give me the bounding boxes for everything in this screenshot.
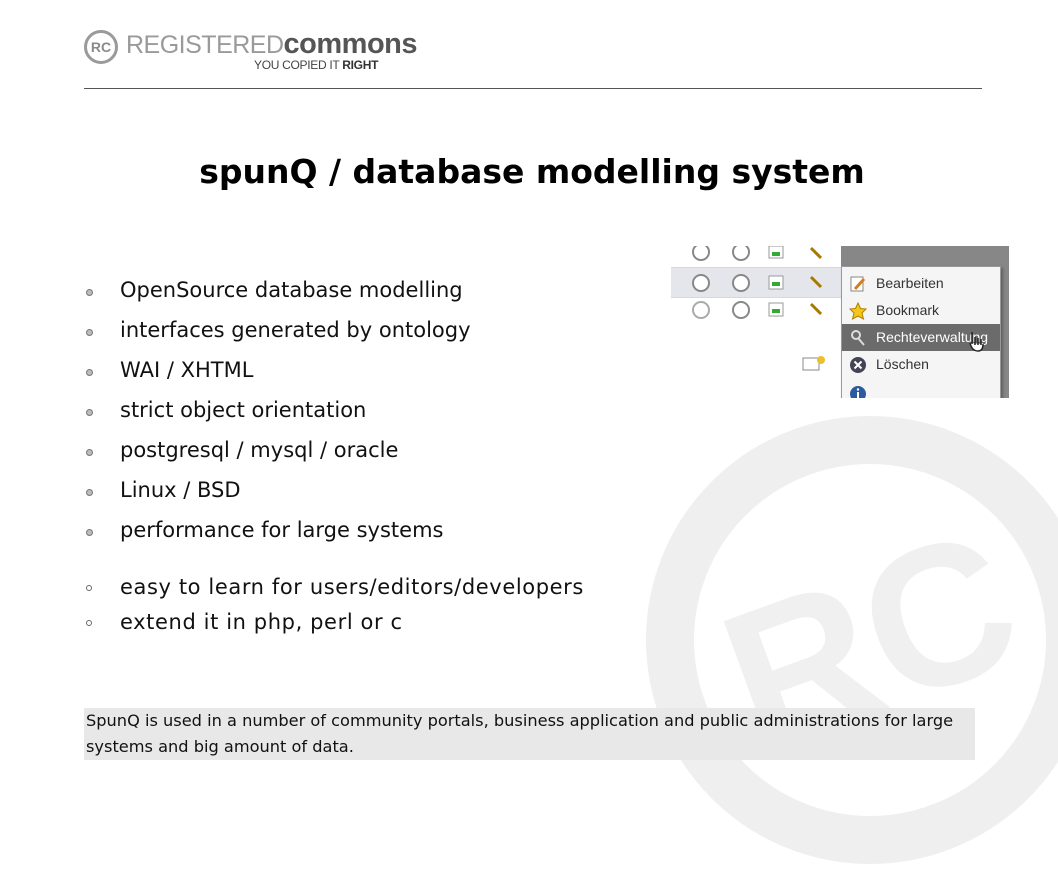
context-menu: Bearbeiten Bookmark Rechteverwaltung Lös… (841, 266, 1001, 398)
key-icon (851, 330, 865, 346)
row-1-icons (692, 246, 823, 261)
menu-item-label: Rechteverwaltung (876, 329, 989, 345)
bullet-icon (86, 449, 93, 456)
logo-wordmark: REGISTEREDcommons (126, 28, 418, 63)
list-item: extend it in php, perl or c (84, 606, 584, 641)
bullet-icon (86, 369, 93, 376)
list-item: Linux / BSD (84, 472, 471, 512)
bullet-icon (86, 289, 93, 296)
menu-item-label: Löschen (876, 356, 929, 372)
list-item-text: extend it in php, perl or c (120, 610, 403, 634)
slide-title: spunQ / database modelling system (199, 152, 865, 191)
tagline-prefix: YOU COPIED IT (254, 58, 343, 72)
menu-item-delete[interactable]: Löschen (842, 351, 1000, 378)
list-item-text: OpenSource database modelling (120, 278, 463, 302)
bullet-icon (86, 489, 93, 496)
menu-item-rights[interactable]: Rechteverwaltung (842, 324, 1000, 352)
menu-item-bookmark[interactable]: Bookmark (842, 297, 1000, 324)
star-icon (849, 302, 867, 320)
header-divider (84, 88, 982, 89)
rc-logo-badge: RC (84, 30, 118, 64)
row-divider (671, 297, 871, 298)
hand-cursor-icon (969, 332, 984, 352)
rc-watermark-logo: RC (646, 416, 1058, 864)
feature-list: OpenSource database modelling interfaces… (84, 272, 471, 552)
bullet-icon (86, 529, 93, 536)
row-action-icons (692, 246, 825, 371)
bullet-icon (86, 409, 93, 416)
footer-note: SpunQ is used in a number of community p… (84, 708, 975, 760)
menu-item-edit[interactable]: Bearbeiten (842, 270, 1000, 297)
list-item: strict object orientation (84, 392, 471, 432)
list-item: postgresql / mysql / oracle (84, 432, 471, 472)
list-item: OpenSource database modelling (84, 272, 471, 312)
list-item: performance for large systems (84, 512, 471, 552)
bullet-icon (86, 620, 92, 626)
list-item-text: easy to learn for users/editors/develope… (120, 575, 584, 599)
bullet-icon (86, 329, 93, 336)
row-2-icons (692, 274, 823, 292)
list-item-text: postgresql / mysql / oracle (120, 438, 399, 462)
list-item: interfaces generated by ontology (84, 312, 471, 352)
row-3-icons (692, 301, 823, 319)
tagline-bold: RIGHT (342, 58, 379, 72)
logo-tagline: YOU COPIED IT RIGHT (254, 58, 378, 72)
list-item-text: Linux / BSD (120, 478, 241, 502)
list-item-text: WAI / XHTML (120, 358, 254, 382)
list-item-text: strict object orientation (120, 398, 367, 422)
menu-item-label: Bookmark (876, 302, 940, 318)
list-item: WAI / XHTML (84, 352, 471, 392)
app-screenshot: Bearbeiten Bookmark Rechteverwaltung Lös… (671, 246, 1009, 398)
logo-commons: commons (283, 28, 418, 60)
footer-text: SpunQ is used in a number of community p… (86, 711, 954, 756)
list-item-text: performance for large systems (120, 518, 444, 542)
list-item: easy to learn for users/editors/develope… (84, 571, 584, 606)
bullet-icon (86, 585, 92, 591)
list-item-text: interfaces generated by ontology (120, 318, 471, 342)
info-icon (850, 386, 866, 398)
logo-registered: REGISTERED (126, 31, 284, 59)
secondary-feature-list: easy to learn for users/editors/develope… (84, 571, 584, 641)
row-divider (671, 267, 871, 268)
menu-item-label: Bearbeiten (876, 275, 944, 291)
delete-icon (850, 357, 866, 373)
pencil-icon (850, 276, 866, 292)
mail-icon (802, 356, 825, 371)
